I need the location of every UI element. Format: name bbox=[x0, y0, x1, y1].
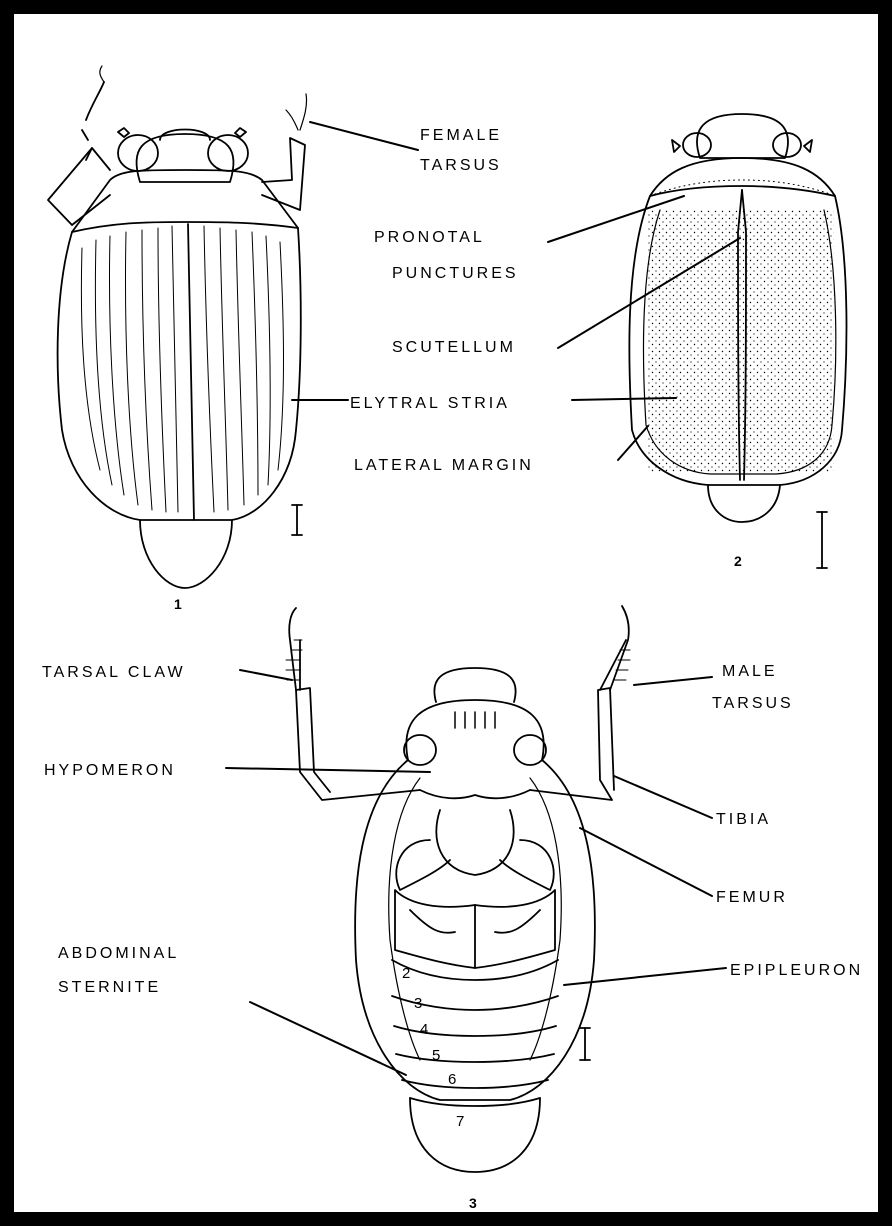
label-epipleuron: EPIPLEURON bbox=[730, 962, 863, 979]
label-tibia: TIBIA bbox=[716, 811, 771, 828]
sternite-number: 5 bbox=[432, 1047, 440, 1064]
label-elytral-stria: ELYTRAL STRIA bbox=[350, 395, 510, 412]
sternite-number: 6 bbox=[448, 1071, 456, 1088]
plate-border bbox=[7, 7, 885, 1219]
label-hypomeron: HYPOMERON bbox=[44, 762, 176, 779]
label-female-tarsus-2: TARSUS bbox=[420, 157, 502, 174]
label-male: MALE bbox=[722, 663, 778, 680]
sternite-number: 4 bbox=[420, 1021, 428, 1038]
sternite-number: 2 bbox=[402, 965, 410, 982]
sternite-number: 7 bbox=[456, 1113, 464, 1130]
label-sternite: STERNITE bbox=[58, 979, 161, 996]
label-femur: FEMUR bbox=[716, 889, 788, 906]
label-abdominal: ABDOMINAL bbox=[58, 945, 179, 962]
label-female-tarsus-1: FEMALE bbox=[420, 127, 502, 144]
label-pronotal: PRONOTAL bbox=[374, 229, 485, 246]
label-lateral-margin: LATERAL MARGIN bbox=[354, 457, 534, 474]
label-tarsal-claw: TARSAL CLAW bbox=[42, 664, 186, 681]
figure-1-number: 1 bbox=[174, 596, 182, 612]
label-scutellum: SCUTELLUM bbox=[392, 339, 516, 356]
label-punctures: PUNCTURES bbox=[392, 265, 519, 282]
sternite-number: 3 bbox=[414, 995, 422, 1012]
figure-2-number: 2 bbox=[734, 553, 742, 569]
label-male-tarsus: TARSUS bbox=[712, 695, 794, 712]
figure-3-number: 3 bbox=[469, 1195, 477, 1211]
